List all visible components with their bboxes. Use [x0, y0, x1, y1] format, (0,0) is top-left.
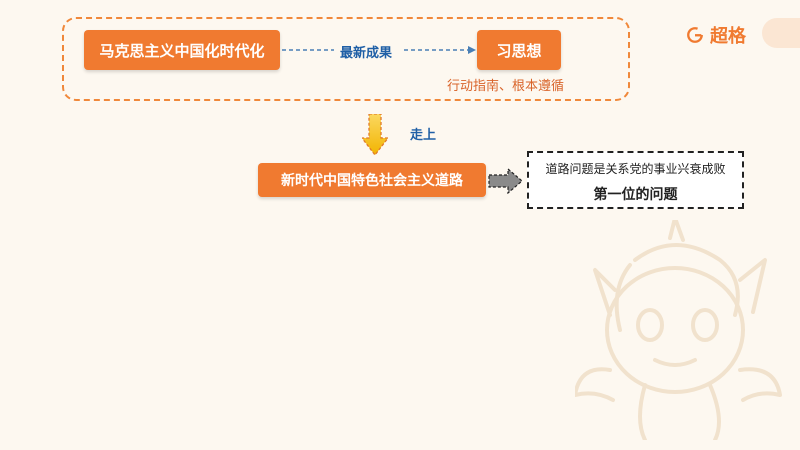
result-box: 道路问题是关系党的事业兴衰成败 第一位的问题 [527, 151, 744, 209]
result-line2: 第一位的问题 [593, 187, 678, 203]
right-arrow-icon [488, 168, 523, 194]
brand-g-icon [687, 27, 703, 43]
connector-label: 最新成果 [340, 46, 393, 61]
result-line1: 道路问题是关系党的事业兴衰成败 [545, 162, 726, 176]
thought-box: 习思想 [477, 30, 561, 70]
logo-tab-decoration [762, 18, 800, 48]
top-group-frame [62, 17, 630, 101]
down-arrow-label: 走上 [410, 128, 437, 143]
marxism-sinicization-box: 马克思主义中国化时代化 [84, 30, 280, 70]
socialist-road-box: 新时代中国特色社会主义道路 [258, 163, 486, 197]
unicorn-mascot-watermark [575, 220, 782, 440]
thought-caption: 行动指南、根本遵循 [447, 79, 565, 94]
brand-name: 超格 [710, 26, 746, 47]
brand-logo: 超格 [686, 22, 746, 48]
down-arrow-icon [362, 114, 388, 156]
